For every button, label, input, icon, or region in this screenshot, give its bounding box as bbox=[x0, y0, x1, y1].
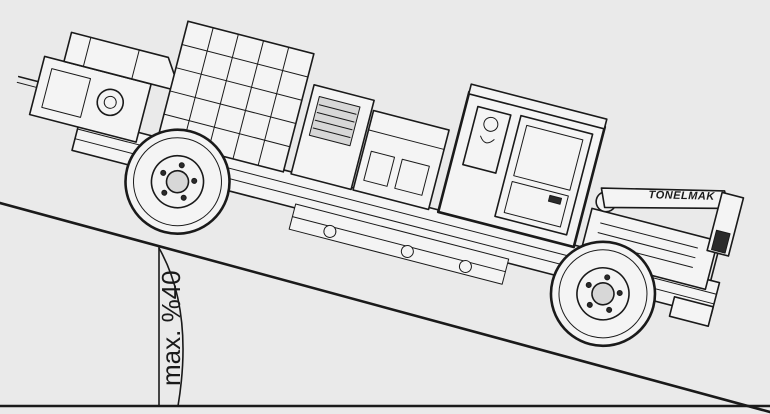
angle-label: max. %40 bbox=[156, 270, 186, 386]
slope-line bbox=[0, 201, 770, 414]
wheel-icon bbox=[124, 128, 231, 236]
cab-side-window bbox=[462, 105, 512, 174]
shotcrete-machine: TÖNELMAK bbox=[16, 20, 745, 348]
wheel-icon bbox=[549, 240, 657, 348]
front-bumper bbox=[668, 296, 715, 327]
boom-arm-icon: TÖNELMAK bbox=[600, 187, 745, 282]
cab-roof bbox=[467, 83, 608, 130]
cab-icon bbox=[436, 83, 608, 249]
brand-label: TÖNELMAK bbox=[648, 188, 715, 203]
door-window bbox=[513, 124, 584, 191]
hopper bbox=[63, 31, 181, 93]
angle-arc bbox=[158, 247, 184, 407]
door-handle bbox=[547, 194, 563, 205]
